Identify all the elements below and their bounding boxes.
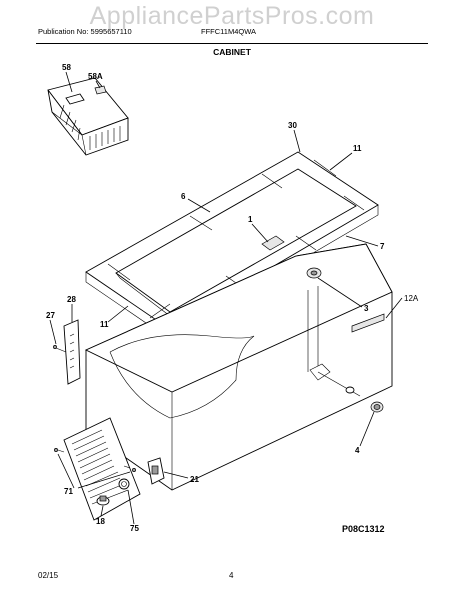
model-number: FFFC11M4QWA [201, 27, 257, 36]
lid-gasket-part[interactable] [85, 151, 379, 339]
grille-part[interactable] [63, 417, 141, 521]
section-title: CABINET [213, 47, 251, 57]
drain-hose-part[interactable] [309, 363, 355, 394]
publication-number: Publication No: 5995657110 [38, 27, 132, 36]
thermostat-part[interactable] [147, 457, 165, 485]
callout-12a: 12A [404, 294, 419, 303]
callout-18: 18 [96, 517, 105, 526]
callout-11-top: 11 [353, 144, 362, 153]
watermark: AppliancePartsPros.com [89, 2, 375, 30]
screw-part[interactable] [53, 345, 67, 353]
callout-7: 7 [380, 242, 385, 251]
grille-screws[interactable] [54, 448, 136, 472]
callout-75: 75 [130, 524, 139, 533]
drain-part[interactable] [306, 267, 322, 279]
callout-6: 6 [181, 192, 186, 201]
hinge-part[interactable] [63, 319, 81, 385]
thermostat-knob-part[interactable] [96, 495, 110, 506]
callout-21: 21 [190, 475, 199, 484]
callout-58a: 58A [88, 72, 103, 81]
callout-28: 28 [67, 295, 76, 304]
diagram-code: P08C1312 [342, 524, 385, 534]
callout-27: 27 [46, 311, 55, 320]
callout-3: 3 [364, 304, 369, 313]
callout-71: 71 [64, 487, 73, 496]
callout-4: 4 [355, 446, 360, 455]
cabinet-body [84, 243, 393, 491]
header-rule [36, 43, 428, 44]
basket-part[interactable] [47, 77, 129, 156]
footer-page: 4 [229, 571, 234, 580]
callout-11-left: 11 [100, 320, 109, 329]
callout-30: 30 [288, 121, 297, 130]
footer-date: 02/15 [38, 571, 59, 580]
drain-cap-part[interactable] [370, 401, 384, 413]
callout-1: 1 [248, 215, 253, 224]
callout-58: 58 [62, 63, 71, 72]
